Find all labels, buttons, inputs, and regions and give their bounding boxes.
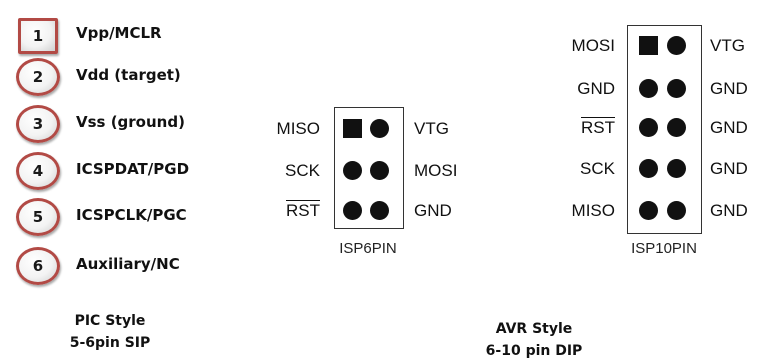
isp6-pin-4 [370,161,389,180]
isp10-right-label-4: GND [710,159,748,178]
isp6-name: ISP6PIN [339,240,397,257]
isp10-right-label-3: GND [710,118,748,137]
isp10-left-label-2: GND [577,79,615,98]
isp10-pin-7 [639,159,658,178]
isp6-right-label-1: VTG [414,119,449,138]
isp10-name: ISP10PIN [631,240,697,257]
pin-1-badge: 1 [18,18,58,54]
isp10-pin-1-square [639,36,658,55]
isp6-pin-2 [370,119,389,138]
isp10-right-label-2: GND [710,79,748,98]
isp10-right-label-1: VTG [710,36,745,55]
isp10-left-label-5: MISO [571,201,615,220]
pin-3-badge: 3 [16,105,60,143]
isp10-pin-2 [667,36,686,55]
isp10-pin-5 [639,118,658,137]
isp10-pin-4 [667,79,686,98]
isp6-left-label-3: RST [286,201,320,220]
pin-1-label: Vpp/MCLR [76,24,162,42]
pin-5-label: ICSPCLK/PGC [76,206,187,224]
avr-caption-line2: 6-10 pin DIP [485,343,583,359]
isp6-left-label-2: SCK [285,161,320,180]
isp10-left-label-4: SCK [580,159,615,178]
pin-6-label: Auxiliary/NC [76,255,180,273]
isp6-left-label-1: MISO [276,119,320,138]
avr-style-caption: AVR Style 6-10 pin DIP [454,318,614,362]
isp10-pin-6 [667,118,686,137]
isp10-pin-3 [639,79,658,98]
pin-3-label: Vss (ground) [76,113,185,131]
pic-caption-line2: 5-6pin SIP [69,335,151,351]
isp10-left-label-3: RST [581,118,615,137]
avr-caption-line1: AVR Style [495,321,573,337]
isp10-left-label-1: MOSI [571,36,615,55]
isp10-pin-9 [639,201,658,220]
pin-2-badge: 2 [16,58,60,96]
isp6-right-label-3: GND [414,201,452,220]
pin-6-badge: 6 [16,247,60,285]
pin-4-label: ICSPDAT/PGD [76,160,190,178]
pin-2-label: Vdd (target) [76,66,181,84]
isp6-pin-1-square [343,119,362,138]
isp10-pin-10 [667,201,686,220]
isp10-right-label-5: GND [710,201,748,220]
isp6-pin-5 [343,201,362,220]
isp6-right-label-2: MOSI [414,161,458,180]
pin-4-badge: 4 [16,152,60,190]
pic-caption-line1: PIC Style [74,313,146,329]
pin-5-badge: 5 [16,198,60,236]
pic-style-caption: PIC Style 5-6pin SIP [40,310,180,354]
isp10-pin-8 [667,159,686,178]
isp6-pin-6 [370,201,389,220]
isp6-pin-3 [343,161,362,180]
